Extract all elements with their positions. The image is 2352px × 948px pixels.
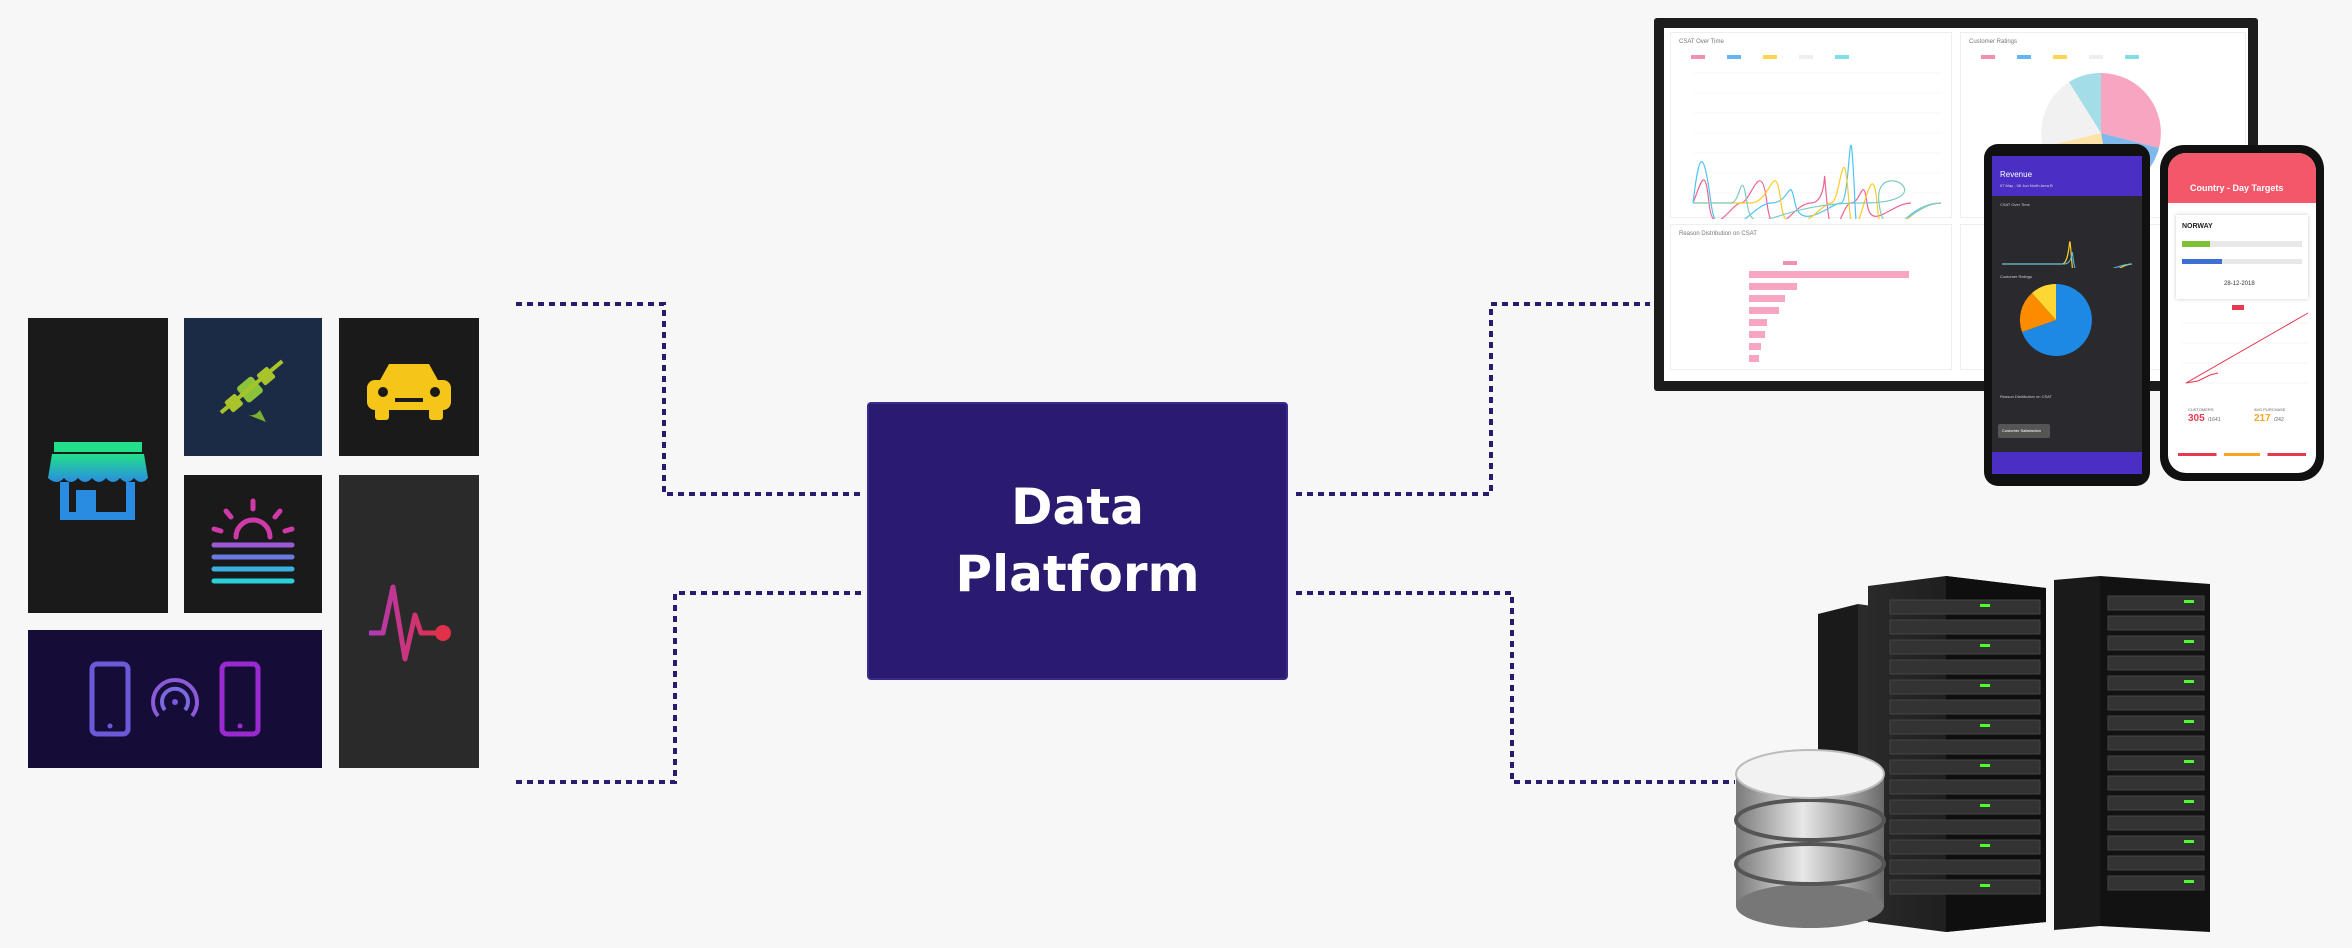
platform-title-line2: Platform [955, 545, 1200, 603]
android-phone: Revenue 07 May - 06 Jun North Area B CSA… [1984, 144, 2150, 486]
iphone-card: NORWAY 28-12-2018 [2176, 215, 2308, 299]
data-platform-box: Data Platform [867, 402, 1288, 680]
tile-sunrise [184, 475, 322, 613]
sunrise-icon [211, 498, 295, 584]
panel-title: Reason Distribution on CSAT [1679, 231, 1757, 237]
android-screen: Revenue 07 May - 06 Jun North Area B CSA… [1992, 156, 2142, 474]
connector-to-storage [1296, 591, 1735, 784]
bar-chart-thumbnail [1749, 261, 1909, 362]
connector-source-bottom [516, 591, 862, 784]
iphone-stat2-total: /242 [2274, 417, 2284, 423]
connector-source-top [516, 302, 862, 496]
iphone-stat2-label: AVG PURCHASE [2254, 407, 2286, 412]
server-rack-right [2054, 576, 2210, 932]
database-icon [1734, 749, 1886, 928]
panel-csat-over-time: CSAT Over Time [1670, 32, 1952, 219]
android-toast: Customer Satisfaction [1998, 424, 2050, 438]
iphone-screen: Country - Day Targets NORWAY 28-12-2018 … [2168, 153, 2316, 473]
iphone-title: Country - Day Targets [2190, 183, 2284, 193]
android-bottom-nav [1992, 452, 2142, 474]
iphone-line-chart [2182, 305, 2309, 384]
iphone-tab-bar [2178, 453, 2306, 456]
tile-mobile-broadcast [28, 630, 322, 768]
platform-title-line1: Data [1011, 478, 1144, 536]
android-pie-chart [2019, 283, 2092, 356]
tile-satellite [184, 318, 322, 456]
panel-title: CSAT Over Time [1679, 39, 1724, 45]
iphone-country: NORWAY [2182, 223, 2213, 230]
tile-car [339, 318, 479, 456]
panel-title: Customer Ratings [1969, 39, 2018, 45]
iphone: Country - Day Targets NORWAY 28-12-2018 … [2160, 145, 2324, 481]
iphone-date: 28-12-2018 [2224, 281, 2255, 287]
android-line-chart [2002, 241, 2133, 268]
android-section-csat: CSAT Over Time [2000, 202, 2030, 207]
line-chart-thumbnail [1691, 55, 1942, 219]
android-subheader: 07 May - 06 Jun North Area B [2000, 183, 2053, 188]
iphone-stat2-value: 217 [2254, 413, 2271, 424]
android-toast-text: Customer Satisfaction [2002, 428, 2042, 433]
tile-store [28, 318, 168, 613]
android-header: Revenue [2000, 170, 2033, 179]
heartbeat-icon [369, 584, 451, 662]
satellite-icon [219, 359, 284, 422]
server-rack-main [1868, 576, 2046, 932]
android-section-ratings: Customer Ratings [2000, 274, 2033, 279]
phone-icon [89, 661, 261, 737]
android-section-reason: Reason Distribution on CSAT [2000, 394, 2052, 399]
panel-reason-distribution: Reason Distribution on CSAT [1670, 224, 1952, 370]
tile-heartbeat [339, 475, 479, 768]
storage-illustration [1734, 576, 2210, 932]
store-icon [48, 442, 148, 520]
broadcast-icon [151, 678, 199, 718]
connector-to-dashboard [1296, 302, 1650, 496]
car-icon [367, 364, 451, 420]
iphone-stat1-value: 305 [2188, 413, 2205, 424]
iphone-stat1-label: CUSTOMERS [2188, 407, 2214, 412]
iphone-stat1-total: /1641 [2208, 417, 2221, 423]
